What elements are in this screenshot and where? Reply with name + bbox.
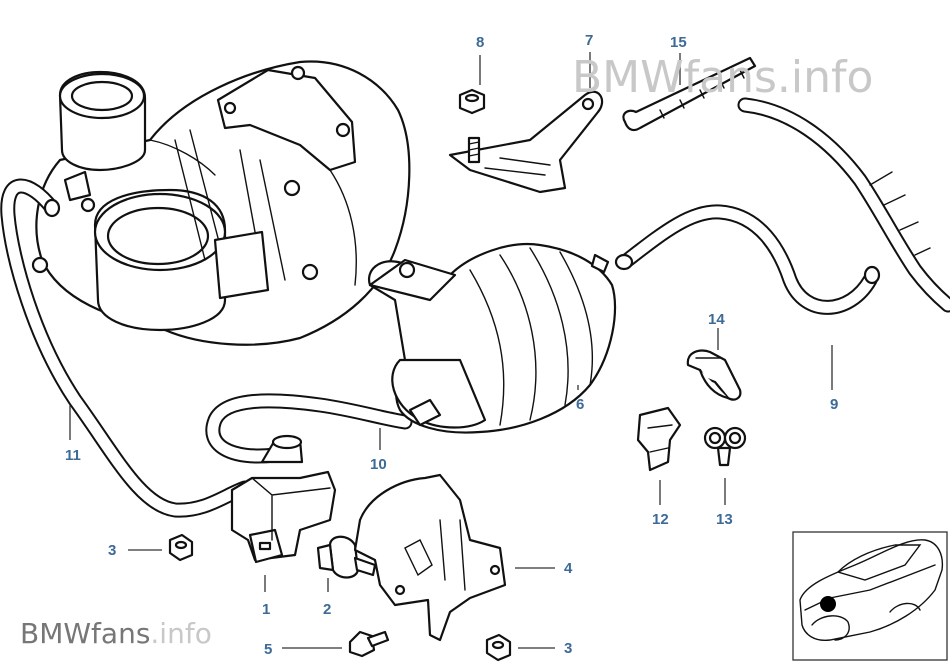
car-silhouette [799,539,944,642]
callout-3-bottom: 3 [564,640,572,657]
callout-4: 4 [564,560,573,577]
callout-15: 15 [670,34,687,51]
bolt-5 [348,630,390,658]
hose-9 [614,97,950,315]
locator-inset [792,531,948,661]
leader-lines [69,52,833,649]
vacuum-tank-6 [367,243,617,434]
callout-2: 2 [323,601,331,618]
callout-7: 7 [585,32,593,49]
callout-12: 12 [652,511,669,528]
nut-8 [458,88,486,164]
callout-10: 10 [370,456,387,473]
bracket-4 [353,473,507,642]
callout-1: 1 [262,601,270,618]
hose-10 [205,393,413,464]
nut-3-bottom [485,633,512,662]
callout-9: 9 [830,396,838,413]
callout-3-left: 3 [108,542,116,559]
callout-11: 11 [65,447,81,464]
valve-1 [230,434,337,564]
bracket-7 [448,90,604,194]
bolt-15 [622,56,757,132]
watermark-bottom: BMWfans.info [20,617,212,650]
damper-2 [316,535,377,579]
clip-13 [703,426,747,467]
clip-12 [636,406,682,472]
clip-14 [686,349,742,401]
callout-5: 5 [264,641,272,658]
callout-6: 6 [576,396,584,413]
callout-labels: 1 2 3 3 4 5 6 7 8 9 10 11 12 13 14 15 [65,32,838,658]
watermark-bottom-suffix: .info [150,617,211,650]
turbocharger [31,60,411,346]
callout-14: 14 [708,311,725,328]
callout-13: 13 [716,511,733,528]
nut-3-left [168,533,194,562]
callout-8: 8 [476,34,484,51]
location-marker [820,596,836,612]
watermark-bottom-brand: BMWfans [20,617,150,650]
hose-11 [0,178,253,518]
watermark-top: BMWfans.info [572,52,873,103]
